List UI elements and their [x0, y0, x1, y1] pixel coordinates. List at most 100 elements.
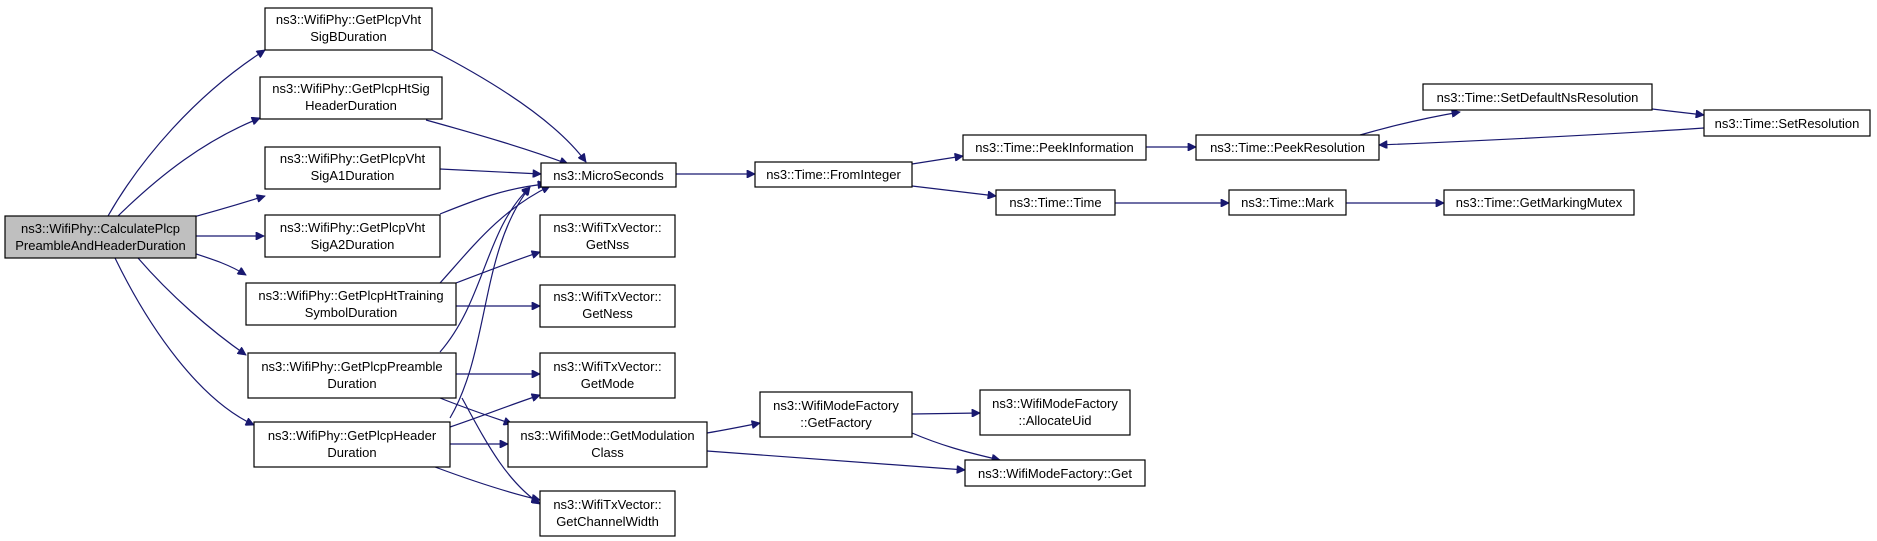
node-factoryget-label: ns3::WifiModeFactory::Get	[978, 466, 1132, 481]
node-timetime-label: ns3::Time::Time	[1009, 195, 1101, 210]
edges	[107, 49, 1704, 504]
edge-vhtsigb-to-microseconds	[431, 49, 586, 162]
edge-header-to-microseconds	[449, 187, 530, 419]
edge-setdefault-to-setres	[1651, 108, 1704, 115]
node-root-line2: PreambleAndHeaderDuration	[15, 238, 186, 253]
node-vhtsiga1[interactable]: ns3::WifiPhy::GetPlcpVht SigA1Duration	[264, 146, 441, 190]
node-getfactory-line2: ::GetFactory	[800, 415, 872, 430]
node-allocuid-line2: ::AllocateUid	[1019, 413, 1092, 428]
svg-text:::AllocateUid: ::AllocateUid	[1019, 413, 1092, 428]
node-setdefault-label: ns3::Time::SetDefaultNsResolution	[1437, 90, 1639, 105]
node-modclass-line1: ns3::WifiMode::GetModulation	[520, 428, 694, 443]
svg-text:ns3::WifiTxVector::: ns3::WifiTxVector::	[553, 497, 661, 512]
node-allocuid[interactable]: ns3::WifiModeFactory ::AllocateUid	[979, 389, 1131, 436]
node-header[interactable]: ns3::WifiPhy::GetPlcpHeader Duration	[253, 421, 451, 468]
node-vhtsiga1-line1: ns3::WifiPhy::GetPlcpVht	[280, 151, 426, 166]
svg-text:ns3::WifiPhy::GetPlcpHtSig: ns3::WifiPhy::GetPlcpHtSig	[272, 81, 430, 96]
node-getnss-line2: GetNss	[586, 237, 630, 252]
svg-text:Class: Class	[591, 445, 624, 460]
node-httraining-line2: SymbolDuration	[305, 305, 398, 320]
edge-httraining-to-microseconds	[439, 186, 550, 284]
node-factoryget[interactable]: ns3::WifiModeFactory::Get	[964, 459, 1146, 487]
node-vhtsigb-line1: ns3::WifiPhy::GetPlcpVht	[276, 12, 422, 27]
svg-text:ns3::WifiPhy::GetPlcpVht: ns3::WifiPhy::GetPlcpVht	[276, 12, 422, 27]
edge-header-to-getmode	[449, 395, 540, 428]
node-getfactory-line1: ns3::WifiModeFactory	[773, 398, 899, 413]
node-setres[interactable]: ns3::Time::SetResolution	[1703, 109, 1871, 137]
node-microseconds-label: ns3::MicroSeconds	[553, 168, 664, 183]
node-channelwidth-line1: ns3::WifiTxVector::	[553, 497, 661, 512]
node-markingmutex[interactable]: ns3::Time::GetMarkingMutex	[1443, 189, 1635, 216]
svg-text:ns3::Time::SetResolution: ns3::Time::SetResolution	[1715, 116, 1860, 131]
svg-text:ns3::WifiTxVector::: ns3::WifiTxVector::	[553, 359, 661, 374]
svg-text:SymbolDuration: SymbolDuration	[305, 305, 398, 320]
node-microseconds[interactable]: ns3::MicroSeconds	[540, 162, 677, 188]
svg-text:ns3::WifiModeFactory: ns3::WifiModeFactory	[773, 398, 899, 413]
node-getnss[interactable]: ns3::WifiTxVector:: GetNss	[539, 214, 676, 258]
node-getfactory[interactable]: ns3::WifiModeFactory ::GetFactory	[759, 391, 913, 438]
node-vhtsigb[interactable]: ns3::WifiPhy::GetPlcpVht SigBDuration	[264, 7, 433, 51]
svg-text:Duration: Duration	[327, 445, 376, 460]
node-frominteger[interactable]: ns3::Time::FromInteger	[754, 161, 913, 188]
svg-text:::GetFactory: ::GetFactory	[800, 415, 872, 430]
svg-text:ns3::Time::PeekInformation: ns3::Time::PeekInformation	[975, 140, 1133, 155]
node-vhtsiga2[interactable]: ns3::WifiPhy::GetPlcpVht SigA2Duration	[264, 214, 441, 258]
node-vhtsigb-line2: SigBDuration	[310, 29, 387, 44]
node-peekres[interactable]: ns3::Time::PeekResolution	[1195, 134, 1380, 161]
svg-text:ns3::WifiPhy::GetPlcpVht: ns3::WifiPhy::GetPlcpVht	[280, 220, 426, 235]
node-httraining[interactable]: ns3::WifiPhy::GetPlcpHtTraining SymbolDu…	[245, 282, 457, 326]
svg-text:Duration: Duration	[327, 376, 376, 391]
node-preamble-line1: ns3::WifiPhy::GetPlcpPreamble	[261, 359, 442, 374]
svg-text:SigA2Duration: SigA2Duration	[311, 237, 395, 252]
edge-preamble-to-microseconds	[439, 187, 530, 353]
node-vhtsiga2-line2: SigA2Duration	[311, 237, 395, 252]
node-peekinfo-label: ns3::Time::PeekInformation	[975, 140, 1133, 155]
node-modclass[interactable]: ns3::WifiMode::GetModulation Class	[507, 421, 708, 468]
edge-root-to-preamble	[137, 257, 246, 355]
node-getness[interactable]: ns3::WifiTxVector:: GetNess	[539, 284, 676, 328]
node-setdefault[interactable]: ns3::Time::SetDefaultNsResolution	[1422, 83, 1653, 111]
node-httraining-line1: ns3::WifiPhy::GetPlcpHtTraining	[258, 288, 443, 303]
svg-text:ns3::WifiTxVector::: ns3::WifiTxVector::	[553, 289, 661, 304]
node-markingmutex-label: ns3::Time::GetMarkingMutex	[1456, 195, 1623, 210]
node-mark[interactable]: ns3::Time::Mark	[1228, 189, 1347, 216]
edge-vhtsiga1-to-microseconds	[439, 168, 541, 174]
svg-text:ns3::Time::Time: ns3::Time::Time	[1009, 195, 1101, 210]
svg-text:GetMode: GetMode	[581, 376, 634, 391]
node-preamble[interactable]: ns3::WifiPhy::GetPlcpPreamble Duration	[247, 352, 457, 399]
edge-peekres-to-setdefault	[1359, 112, 1460, 136]
svg-text:ns3::Time::PeekResolution: ns3::Time::PeekResolution	[1210, 140, 1365, 155]
node-getnss-line1: ns3::WifiTxVector::	[553, 220, 661, 235]
edge-frominteger-to-timetime	[911, 185, 996, 196]
svg-text:GetNss: GetNss	[586, 237, 630, 252]
edge-root-to-httraining	[189, 251, 246, 276]
svg-text:GetNess: GetNess	[582, 306, 633, 321]
svg-text:ns3::WifiModeFactory::Get: ns3::WifiModeFactory::Get	[978, 466, 1132, 481]
node-htsig-line1: ns3::WifiPhy::GetPlcpHtSig	[272, 81, 430, 96]
edge-getfactory-to-factoryget	[911, 432, 1000, 460]
svg-text:HeaderDuration: HeaderDuration	[305, 98, 397, 113]
node-getness-line1: ns3::WifiTxVector::	[553, 289, 661, 304]
node-channelwidth-line2: GetChannelWidth	[556, 514, 659, 529]
edge-root-to-vhtsigb	[107, 49, 265, 217]
svg-text:ns3::MicroSeconds: ns3::MicroSeconds	[553, 168, 664, 183]
node-getness-line2: GetNess	[582, 306, 633, 321]
svg-text:ns3::Time::Mark: ns3::Time::Mark	[1241, 195, 1334, 210]
node-root[interactable]: ns3::WifiPhy::CalculatePlcp PreambleAndH…	[4, 215, 197, 259]
node-getmode[interactable]: ns3::WifiTxVector:: GetMode	[539, 352, 676, 399]
edge-getfactory-to-allocuid	[911, 413, 980, 414]
node-allocuid-line1: ns3::WifiModeFactory	[992, 396, 1118, 411]
svg-text:PreambleAndHeaderDuration: PreambleAndHeaderDuration	[15, 238, 186, 253]
node-header-line1: ns3::WifiPhy::GetPlcpHeader	[268, 428, 437, 443]
node-timetime[interactable]: ns3::Time::Time	[995, 189, 1116, 216]
svg-text:ns3::WifiPhy::GetPlcpVht: ns3::WifiPhy::GetPlcpVht	[280, 151, 426, 166]
edge-htsig-to-microseconds	[425, 119, 568, 164]
node-htsig-line2: HeaderDuration	[305, 98, 397, 113]
node-htsig[interactable]: ns3::WifiPhy::GetPlcpHtSig HeaderDuratio…	[259, 76, 443, 120]
edge-preamble-to-modclass	[439, 397, 512, 424]
edge-root-to-header	[114, 257, 254, 425]
node-peekinfo[interactable]: ns3::Time::PeekInformation	[962, 134, 1147, 161]
node-channelwidth[interactable]: ns3::WifiTxVector:: GetChannelWidth	[539, 490, 676, 537]
edge-frominteger-to-peekinfo	[911, 156, 963, 165]
